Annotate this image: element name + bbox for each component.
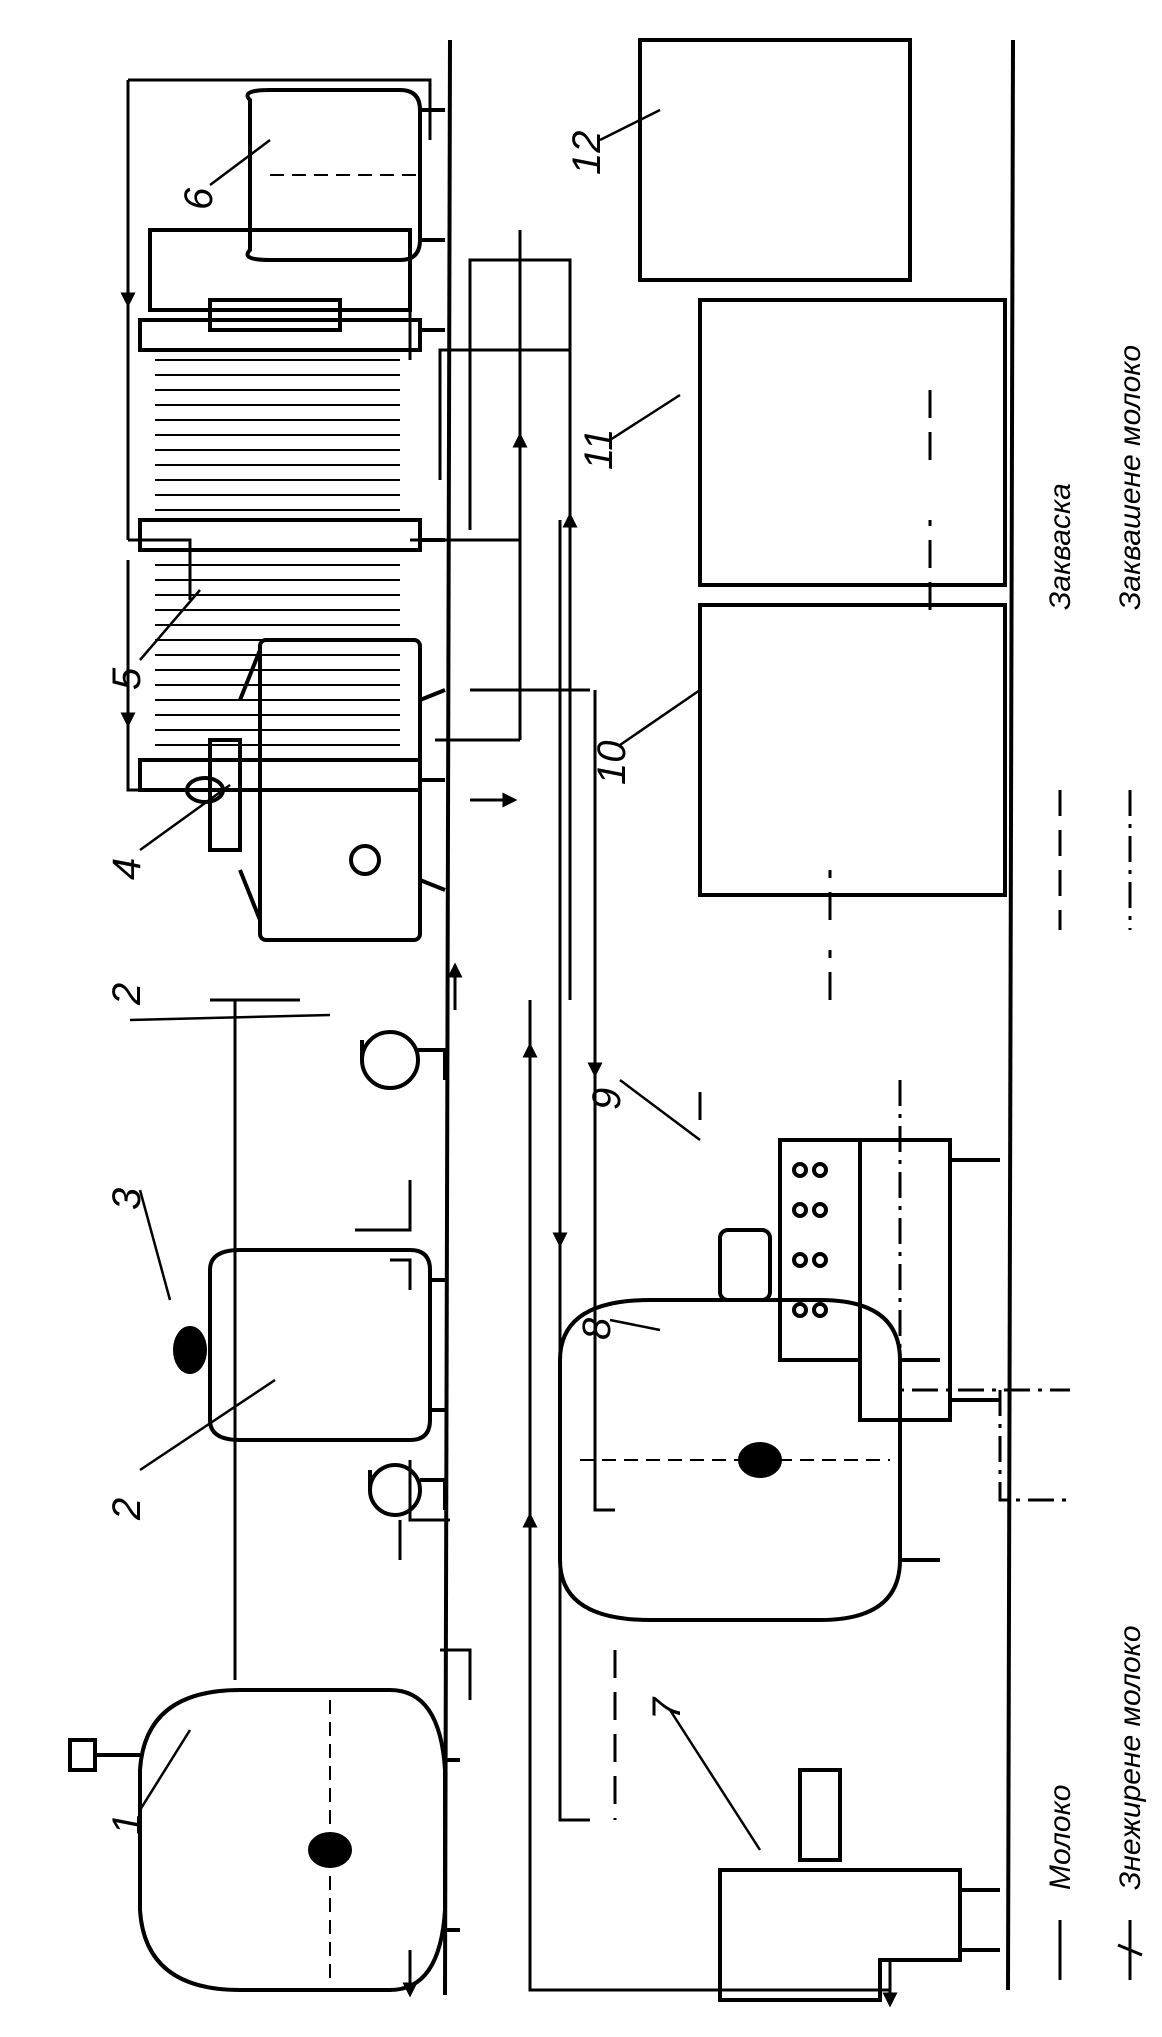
equipment-2-pump-b: [360, 1030, 447, 1090]
label-2-a: 2: [105, 1498, 149, 1521]
label-11: 11: [577, 428, 621, 470]
equipment-6-tank: [245, 88, 445, 262]
label-10: 10: [590, 741, 634, 786]
equipment-labels: 1 2 3 2 4 5 6 7 8 9 10 11 12: [105, 131, 689, 1836]
equipment-3-heater: [173, 1248, 445, 1442]
equipment-9-filler: [718, 1138, 1000, 1422]
label-1: 1: [105, 1813, 149, 1835]
label-8: 8: [575, 1317, 619, 1340]
leader-lines: [129, 108, 762, 1851]
fermented-lines: [898, 1080, 1070, 1502]
legend-label-starter: Закваска: [1044, 483, 1077, 610]
equipment-5-pasteurizer: [138, 228, 445, 792]
equipment-1-tank: [68, 1688, 460, 1992]
label-9: 9: [585, 1088, 629, 1110]
legend-symbol-skim-milk: [1117, 1920, 1143, 1980]
label-6: 6: [177, 187, 221, 210]
legend-label-fermented-milk: Заквашене молоко: [1114, 345, 1147, 610]
flow-arrows: [120, 260, 898, 2008]
floor-line-lower: [1006, 39, 1015, 1991]
equipment-8-fermenter: [558, 1298, 940, 1622]
floor-line-upper: [443, 39, 452, 1996]
label-2-b: 2: [105, 983, 149, 1006]
legend-label-skim-milk: Знежирене молоко: [1114, 1625, 1147, 1890]
label-3: 3: [105, 1188, 149, 1210]
label-5: 5: [105, 667, 149, 690]
milk-lines: [126, 78, 890, 1992]
equipment-10-chamber: [698, 603, 1007, 897]
equipment-7-receiver: [718, 1768, 1000, 2002]
legend-label-milk: Молоко: [1044, 1785, 1077, 1890]
label-7: 7: [645, 1696, 689, 1720]
equipment-12-chamber: [638, 38, 912, 282]
label-4: 4: [105, 858, 149, 880]
label-12: 12: [565, 131, 609, 176]
equipment-2-pump-a: [368, 1463, 447, 1517]
equipment-11-chamber: [698, 298, 1007, 587]
legend: Молоко Знежирене молоко Закваска Закваше…: [1044, 345, 1147, 1980]
